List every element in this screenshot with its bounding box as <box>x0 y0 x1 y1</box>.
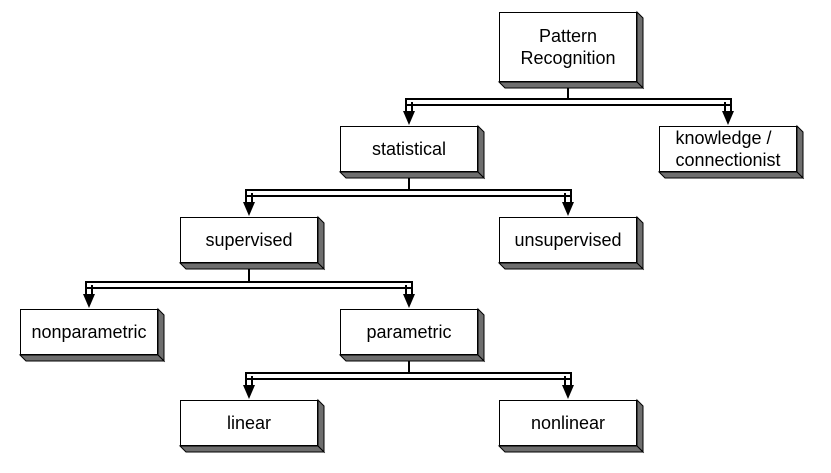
box-side-right <box>477 307 485 363</box>
arrowhead-icon <box>83 294 95 308</box>
node-label: linear <box>226 413 272 433</box>
box-side-bottom <box>18 354 166 362</box>
box-bevel <box>497 215 645 271</box>
node-label: unsupervised <box>514 230 622 250</box>
box-face <box>180 400 318 446</box>
connector-bar <box>405 98 732 106</box>
box-side-right <box>477 124 485 180</box>
node-nonlinear: nonlinear <box>497 398 645 454</box>
node-unsupervised: unsupervised <box>497 215 645 271</box>
box-face <box>20 309 158 355</box>
box-side-right <box>317 215 325 271</box>
node-label: statistical <box>371 139 447 159</box>
node-pattern-recognition: Pattern Recognition <box>497 10 645 90</box>
node-statistical: statistical <box>338 124 486 180</box>
box-face <box>180 217 318 263</box>
box-face <box>340 309 478 355</box>
box-bevel <box>497 398 645 454</box>
node-supervised: supervised <box>178 215 326 271</box>
node-label: nonlinear <box>530 413 606 433</box>
box-side-right <box>796 124 804 180</box>
node-knowledge-connectionist: knowledge / connectionist <box>657 124 805 180</box>
connector-bar <box>245 372 572 380</box>
arrowhead-icon <box>562 202 574 216</box>
arrowhead-icon <box>243 385 255 399</box>
box-bevel <box>657 124 805 180</box>
node-label: Pattern Recognition <box>520 26 616 68</box>
box-side-bottom <box>497 262 645 270</box>
connector-bar <box>85 281 413 289</box>
arrowhead-icon <box>403 111 415 125</box>
box-bevel <box>178 398 326 454</box>
box-face <box>659 126 797 172</box>
box-face <box>499 12 637 82</box>
box-side-right <box>157 307 165 363</box>
box-side-bottom <box>497 81 645 89</box>
node-label: parametric <box>366 322 452 342</box>
box-side-right <box>636 10 644 90</box>
box-side-bottom <box>178 445 326 453</box>
arrowhead-icon <box>403 294 415 308</box>
node-label: supervised <box>205 230 293 250</box>
box-side-bottom <box>338 354 486 362</box>
box-side-right <box>636 398 644 454</box>
node-parametric: parametric <box>338 307 486 363</box>
box-side-bottom <box>657 171 805 179</box>
node-label: nonparametric <box>31 322 147 342</box>
box-side-bottom <box>178 262 326 270</box>
arrowhead-icon <box>562 385 574 399</box>
box-side-right <box>636 215 644 271</box>
box-bevel <box>18 307 166 363</box>
box-side-bottom <box>338 171 486 179</box>
node-nonparametric: nonparametric <box>18 307 166 363</box>
box-face <box>340 126 478 172</box>
box-face <box>499 400 637 446</box>
box-bevel <box>178 215 326 271</box>
box-face <box>499 217 637 263</box>
box-side-bottom <box>497 445 645 453</box>
box-bevel <box>497 10 645 90</box>
arrowhead-icon <box>243 202 255 216</box>
node-label: knowledge / connectionist <box>675 128 781 170</box>
box-side-right <box>317 398 325 454</box>
arrowhead-icon <box>722 111 734 125</box>
node-linear: linear <box>178 398 326 454</box>
box-bevel <box>338 307 486 363</box>
box-bevel <box>338 124 486 180</box>
connector-bar <box>245 189 572 197</box>
